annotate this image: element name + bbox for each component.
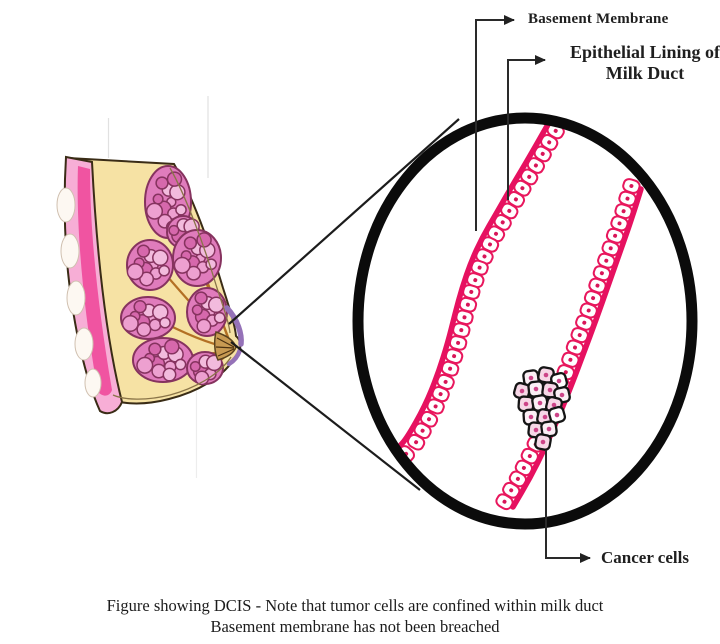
pectoral-muscle	[77, 166, 112, 396]
cancer-cells-callout-line	[545, 450, 591, 563]
magnified-milk-ducts	[395, 122, 644, 511]
lobule-cluster	[132, 337, 194, 383]
magnifier-circle	[352, 112, 698, 530]
milk-duct-right	[495, 178, 644, 511]
cancer-cells-label: Cancer cells	[601, 548, 689, 567]
caption-line2: Basement membrane has not been breached	[210, 617, 500, 636]
basement-membrane-callout-line	[475, 15, 515, 231]
skin-inner-line	[112, 167, 232, 400]
lobule-cluster	[126, 239, 174, 291]
epithelial-cell	[597, 252, 616, 269]
cancer-cell-cluster	[512, 366, 571, 451]
epithelial-lining-callout-line	[507, 55, 546, 200]
epithelial-lining-label-line1: Epithelial Lining of	[569, 42, 720, 62]
basement-membrane-line	[510, 186, 644, 510]
lobule-cluster	[186, 287, 228, 337]
figure-caption: Figure showing DCIS - Note that tumor ce…	[2, 595, 708, 637]
breast-illustration	[56, 155, 244, 415]
ribs	[56, 187, 102, 398]
nipple-duct-streaks	[215, 337, 235, 357]
epithelial-cell	[601, 240, 620, 257]
basement-membrane-label: Basement Membrane	[528, 11, 669, 27]
epithelial-lining-label: Epithelial Lining of Milk Duct	[561, 42, 720, 84]
basement-membrane-line	[395, 123, 550, 451]
mammary-lobules	[120, 165, 228, 386]
lobule-cluster	[120, 296, 176, 340]
magnifier-tangent-lines	[228, 118, 460, 491]
areola	[224, 305, 244, 367]
callout-lines	[475, 15, 591, 563]
caption-line1: Figure showing DCIS - Note that tumor ce…	[106, 596, 604, 615]
milk-duct-left	[395, 122, 565, 463]
cancer-cell	[534, 433, 552, 451]
epithelial-lining-label-line2: Milk Duct	[605, 63, 685, 83]
cancer-cell	[547, 405, 567, 425]
